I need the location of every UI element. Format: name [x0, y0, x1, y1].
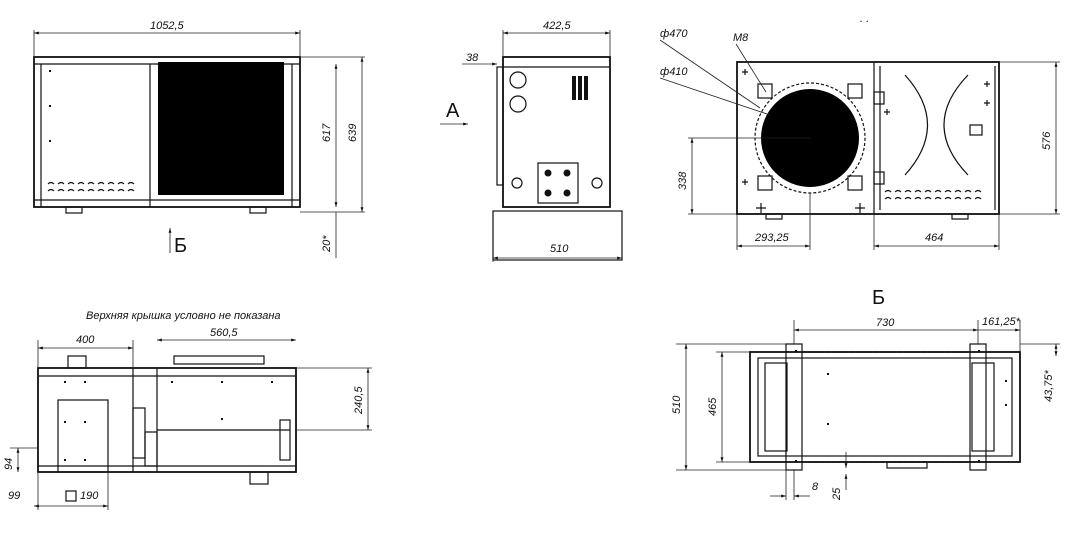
condenser-grille: [158, 62, 284, 195]
svg-text:730: 730: [876, 317, 895, 329]
svg-text:338: 338: [677, 171, 689, 190]
svg-text:190: 190: [80, 490, 99, 502]
svg-text:38: 38: [466, 52, 479, 64]
svg-text:510: 510: [550, 243, 569, 255]
side-body: [502, 56, 611, 208]
dim-front-width: 1052,5: [150, 20, 185, 32]
svg-text:25: 25: [831, 487, 843, 501]
svg-text:510: 510: [671, 395, 683, 414]
dim-front-617: 617: [321, 123, 333, 142]
view-mark-a: А: [446, 100, 460, 122]
svg-text:161,25*: 161,25*: [982, 316, 1021, 328]
dim-m8: M8: [733, 32, 749, 44]
svg-text:464: 464: [925, 232, 943, 244]
dim-front-foot: 20*: [321, 235, 333, 253]
svg-text:400: 400: [76, 334, 95, 346]
svg-text:293,25: 293,25: [754, 232, 790, 244]
svg-text:8: 8: [812, 481, 819, 493]
svg-text:94: 94: [3, 458, 15, 470]
svg-text:422,5: 422,5: [543, 20, 571, 32]
dim-d410: ф410: [660, 66, 688, 78]
note-top-cover: Верхняя крышка условно не показана: [86, 310, 281, 322]
plan-view-b: Б 730 161,25* 510 465 43,75*: [671, 287, 1060, 501]
side-base: [492, 210, 623, 261]
dim-d470: ф470: [660, 28, 688, 40]
rear-view: ф470 ф410 M8 576 338 293,25 464 . .: [659, 13, 1060, 250]
view-mark-b: Б: [174, 235, 187, 257]
svg-text:560,5: 560,5: [210, 327, 238, 339]
side-view: 422,5 38 510 А: [440, 20, 623, 262]
dim-front-639: 639: [347, 124, 359, 142]
front-body: [33, 56, 301, 208]
svg-text:465: 465: [707, 397, 719, 416]
rail-left: [785, 343, 803, 471]
svg-text:. .: . .: [860, 13, 869, 25]
plan-body: [37, 367, 297, 473]
louvre-rows: [47, 181, 135, 192]
svg-text:99: 99: [8, 490, 20, 502]
plan-view-left: Верхняя крышка условно не показана 190 4…: [3, 310, 372, 510]
front-view: 1052,5 617 639 20* Б: [33, 20, 365, 258]
svg-text:240,5: 240,5: [353, 386, 365, 415]
svg-text:43,75*: 43,75*: [1043, 369, 1055, 402]
view-title-b: Б: [872, 287, 885, 309]
frame-outer: [749, 351, 1021, 463]
svg-text:576: 576: [1041, 131, 1053, 150]
